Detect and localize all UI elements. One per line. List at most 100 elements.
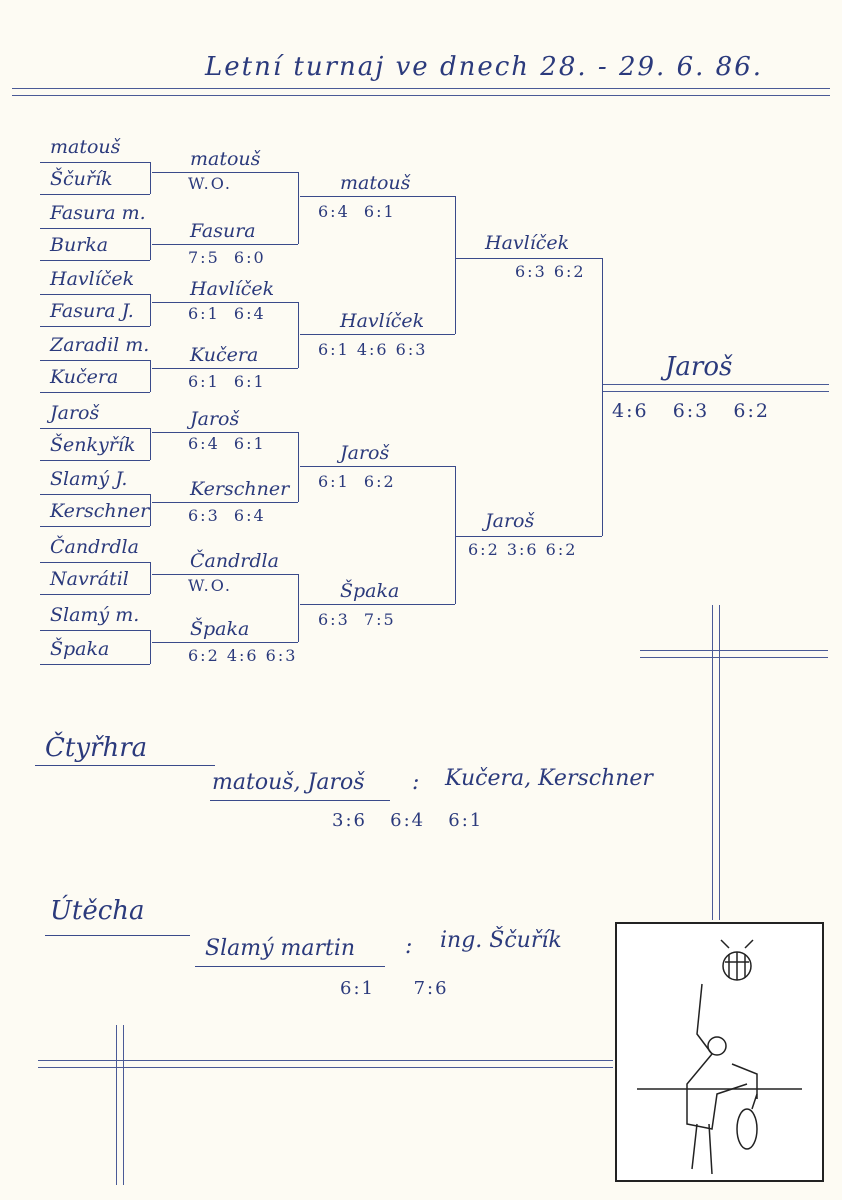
underline [40, 594, 150, 596]
title: Letní turnaj ve dnech 28. - 29. 6. 86. [205, 52, 764, 82]
doubles-heading: Čtyřhra [45, 733, 148, 763]
semifinal-player: Havlíček [485, 232, 570, 254]
underline [40, 460, 150, 462]
round2-player: Čandrdla [190, 550, 279, 572]
connector [150, 562, 152, 594]
connector [298, 574, 300, 642]
underline [40, 526, 150, 528]
final-score: 4:6 6:3 6:2 [612, 400, 770, 422]
underline [40, 228, 150, 230]
connector [150, 494, 152, 526]
round3-player: matouš [340, 172, 411, 194]
connector [150, 428, 152, 460]
underline [152, 302, 298, 304]
semifinal-score: 6:2 3:6 6:2 [468, 540, 578, 559]
connector [298, 302, 300, 368]
underline [152, 172, 298, 174]
round2-score: 6:1 6:1 [188, 372, 266, 391]
underline [300, 196, 455, 198]
decor-rule [38, 1060, 613, 1068]
round2-player: Fasura [190, 220, 256, 242]
round2-score: 6:2 4:6 6:3 [188, 646, 298, 665]
underline [40, 428, 150, 430]
consolation-player1: Slamý martin [205, 936, 356, 961]
decor-rule [712, 605, 720, 920]
underline [40, 392, 150, 394]
round3-player: Havlíček [340, 310, 425, 332]
underline [40, 260, 150, 262]
round3-player: Špaka [340, 580, 400, 602]
round1-player: Navrátil [50, 568, 129, 590]
round3-score: 6:1 6:2 [318, 472, 396, 491]
tennis-player-icon [637, 939, 802, 1175]
round3-score: 6:3 7:5 [318, 610, 396, 629]
underline [152, 432, 298, 434]
underline [40, 194, 150, 196]
connector [150, 360, 152, 392]
connector [150, 162, 152, 194]
title-rule [12, 88, 830, 96]
consolation-sep: : [405, 934, 413, 959]
connector [298, 172, 300, 244]
round1-player: Kučera [50, 366, 119, 388]
decor-rule [640, 650, 828, 658]
round1-player: Slamý J. [50, 468, 128, 490]
connector [150, 228, 152, 260]
final-rule [603, 384, 829, 392]
round2-player: Jaroš [190, 408, 240, 430]
underline [40, 664, 150, 666]
consolation-heading-rule [45, 935, 190, 937]
underline [152, 642, 298, 644]
round1-player: matouš [50, 136, 121, 158]
round2-score: 6:4 6:1 [188, 434, 266, 453]
round3-player: Jaroš [340, 442, 390, 464]
consolation-player2: ing. Ščuřík [440, 928, 562, 953]
round2-player: Špaka [190, 618, 250, 640]
round1-player: Havlíček [50, 268, 135, 290]
round1-player: Čandrdla [50, 536, 139, 558]
round1-player: Fasura m. [50, 202, 146, 224]
round2-player: Kerschner [190, 478, 290, 500]
underline [40, 294, 150, 296]
connector [150, 630, 152, 664]
underline [300, 466, 455, 468]
round2-score: 6:1 6:4 [188, 304, 266, 323]
underline [40, 326, 150, 328]
consolation-heading: Útěcha [50, 896, 145, 926]
consolation-rule [195, 966, 385, 968]
doubles-heading-rule [35, 765, 215, 767]
round1-player: Zaradil m. [50, 334, 150, 356]
round3-score: 6:4 6:1 [318, 202, 396, 221]
underline [152, 502, 298, 504]
round2-player: Kučera [190, 344, 259, 366]
doubles-sep: : [412, 770, 420, 795]
round1-player: Šenkyřík [50, 434, 136, 456]
final-winner: Jaroš [665, 352, 733, 382]
underline [300, 334, 455, 336]
doubles-team2: Kučera, Kerschner [445, 766, 653, 791]
consolation-score: 6:1 7:6 [340, 978, 449, 999]
round2-score: W.O. [188, 576, 232, 595]
tennis-player-illustration [615, 922, 824, 1182]
round1-player: Burka [50, 234, 109, 256]
underline [40, 360, 150, 362]
underline [40, 630, 150, 632]
round3-score: 6:1 4:6 6:3 [318, 340, 428, 359]
round2-score: W.O. [188, 174, 232, 193]
doubles-score: 3:6 6:4 6:1 [332, 810, 484, 831]
round1-player: Špaka [50, 638, 110, 660]
underline [456, 258, 602, 260]
semifinal-score: 6:3 6:2 [515, 262, 586, 281]
round1-player: Slamý m. [50, 604, 140, 626]
underline [152, 244, 298, 246]
decor-rule [116, 1025, 124, 1185]
round1-player: Fasura J. [50, 300, 134, 322]
round2-player: matouš [190, 148, 261, 170]
underline [300, 604, 455, 606]
round2-player: Havlíček [190, 278, 275, 300]
underline [40, 494, 150, 496]
connector [455, 466, 457, 604]
underline [152, 368, 298, 370]
connector [150, 294, 152, 326]
underline [40, 562, 150, 564]
